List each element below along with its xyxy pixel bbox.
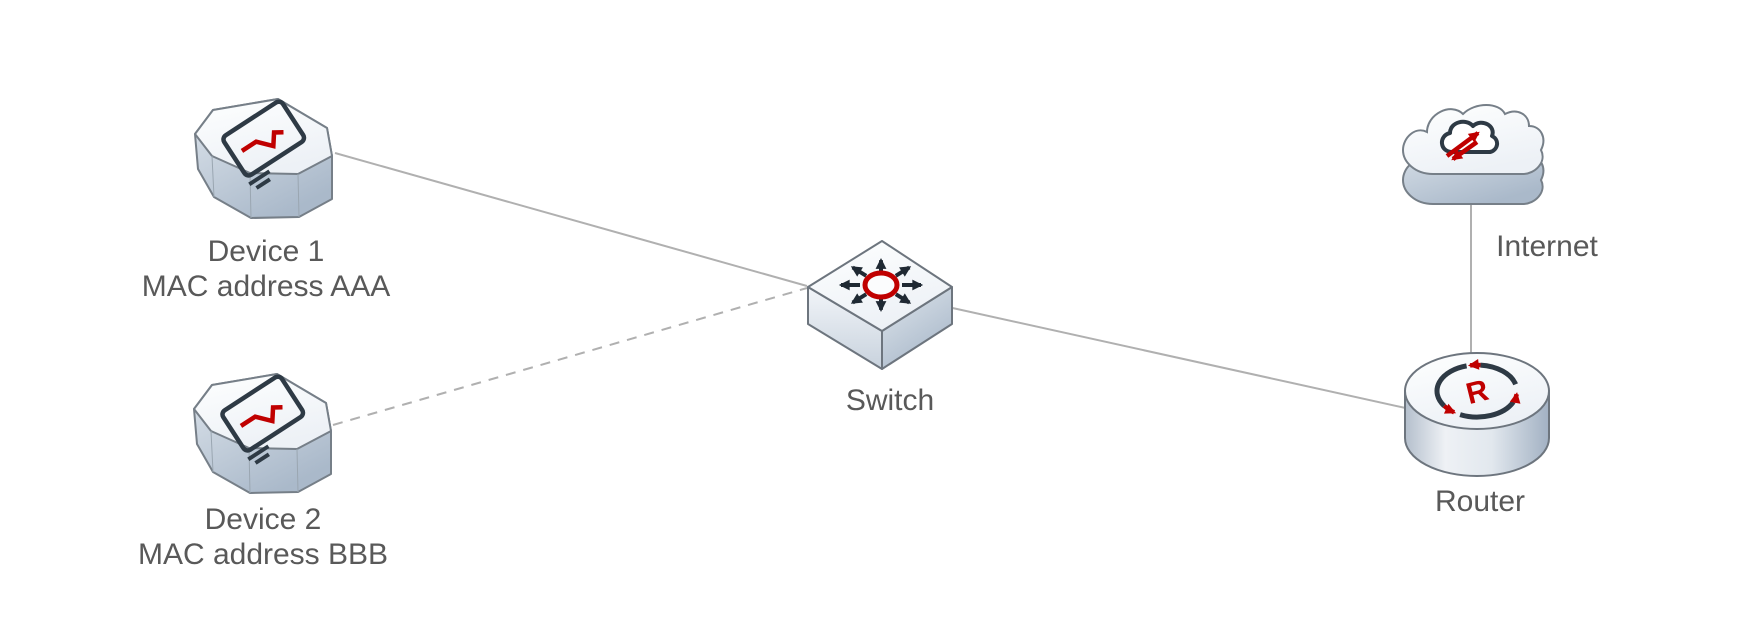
- device1-title: Device 1: [207, 235, 325, 268]
- switch-arrows-glyph: [838, 258, 924, 312]
- device1-mac-address: MAC address AAA: [141, 270, 391, 303]
- device-icon: [191, 368, 337, 499]
- edge-device2-switch-dashed: [332, 287, 808, 426]
- device2-mac-address: MAC address BBB: [137, 538, 389, 571]
- node-device2: [191, 368, 337, 499]
- switch-title: Switch: [845, 384, 935, 417]
- node-device2-label: Device 2 MAC address BBB: [138, 502, 388, 572]
- internet-cloud-icon: [1401, 104, 1545, 205]
- node-device1-label: Device 1 MAC address AAA: [142, 234, 390, 304]
- node-router: R: [1402, 350, 1552, 478]
- switch-ring-glyph: [862, 270, 900, 300]
- edge-switch-router: [947, 306, 1411, 410]
- router-icon: R: [1404, 352, 1550, 477]
- node-switch-label: Switch: [846, 383, 934, 418]
- router-arrows-glyph: R: [1434, 359, 1521, 420]
- node-router-label: Router: [1435, 484, 1525, 519]
- node-internet-label: Internet: [1496, 229, 1598, 264]
- node-switch: [806, 238, 954, 372]
- internet-traffic-glyph: [1440, 119, 1499, 161]
- edge-device1-switch: [334, 152, 808, 287]
- router-title: Router: [1434, 485, 1526, 518]
- internet-title: Internet: [1496, 230, 1598, 263]
- device-icon: [192, 93, 338, 224]
- device2-title: Device 2: [204, 503, 322, 536]
- switch-icon: [807, 240, 953, 370]
- node-internet: [1400, 96, 1550, 224]
- node-device1: [192, 93, 338, 224]
